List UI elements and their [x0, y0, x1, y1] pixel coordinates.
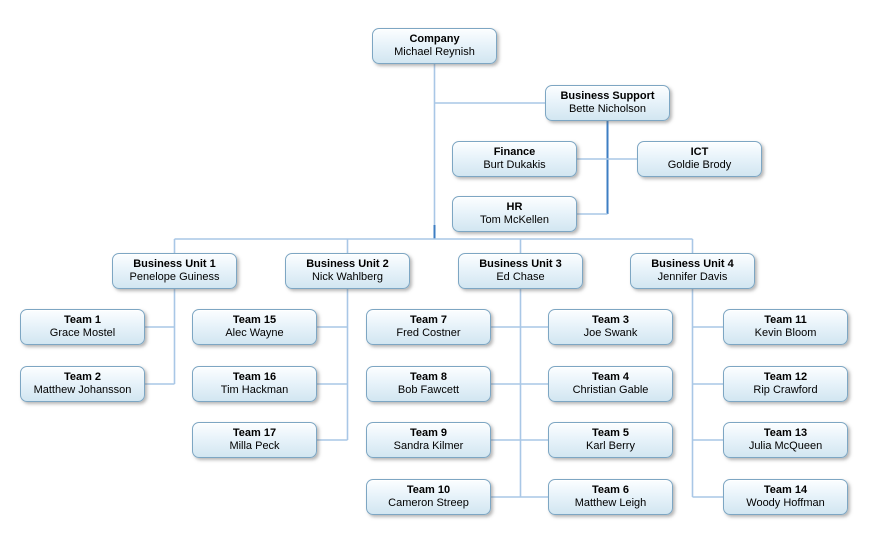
node-person: Burt Dukakis	[483, 159, 546, 171]
node-business-unit-3[interactable]: Business Unit 3 Ed Chase	[458, 253, 583, 289]
node-ict[interactable]: ICT Goldie Brody	[637, 141, 762, 177]
node-person: Sandra Kilmer	[393, 440, 464, 452]
node-person: Alec Wayne	[225, 327, 284, 339]
node-person: Bob Fawcett	[397, 384, 460, 396]
node-business-unit-1[interactable]: Business Unit 1 Penelope Guiness	[112, 253, 237, 289]
node-person: Penelope Guiness	[129, 271, 220, 283]
node-title: ICT	[690, 146, 709, 158]
node-team-1[interactable]: Team 1 Grace Mostel	[20, 309, 145, 345]
node-person: Joe Swank	[583, 327, 638, 339]
node-team-17[interactable]: Team 17 Milla Peck	[192, 422, 317, 458]
node-title: Team 7	[409, 314, 448, 326]
node-person: Cameron Streep	[388, 497, 469, 509]
node-hr[interactable]: HR Tom McKellen	[452, 196, 577, 232]
node-title: Team 3	[591, 314, 630, 326]
node-title: Team 10	[406, 484, 451, 496]
node-title: Team 16	[232, 371, 277, 383]
node-team-15[interactable]: Team 15 Alec Wayne	[192, 309, 317, 345]
node-person: Bette Nicholson	[568, 103, 647, 115]
node-person: Grace Mostel	[49, 327, 116, 339]
node-finance[interactable]: Finance Burt Dukakis	[452, 141, 577, 177]
node-team-11[interactable]: Team 11 Kevin Bloom	[723, 309, 848, 345]
node-team-13[interactable]: Team 13 Julia McQueen	[723, 422, 848, 458]
node-person: Milla Peck	[229, 440, 280, 452]
node-team-5[interactable]: Team 5 Karl Berry	[548, 422, 673, 458]
node-person: Tim Hackman	[220, 384, 289, 396]
node-title: Business Support	[560, 90, 655, 102]
node-title: Team 1	[63, 314, 102, 326]
node-company[interactable]: Company Michael Reynish	[372, 28, 497, 64]
node-person: Rip Crawford	[753, 384, 818, 396]
node-title: Team 2	[63, 371, 102, 383]
node-title: Team 15	[232, 314, 277, 326]
node-title: Business Unit 1	[133, 258, 216, 270]
node-person: Jennifer Davis	[657, 271, 728, 283]
node-team-14[interactable]: Team 14 Woody Hoffman	[723, 479, 848, 515]
node-person: Julia McQueen	[748, 440, 823, 452]
node-team-4[interactable]: Team 4 Christian Gable	[548, 366, 673, 402]
node-title: Business Unit 3	[479, 258, 562, 270]
node-person: Christian Gable	[572, 384, 649, 396]
node-team-6[interactable]: Team 6 Matthew Leigh	[548, 479, 673, 515]
node-title: Team 4	[591, 371, 630, 383]
node-title: Team 11	[764, 314, 807, 326]
node-team-9[interactable]: Team 9 Sandra Kilmer	[366, 422, 491, 458]
node-business-support[interactable]: Business Support Bette Nicholson	[545, 85, 670, 121]
node-title: HR	[506, 201, 523, 213]
node-title: Team 17	[232, 427, 277, 439]
node-title: Team 5	[591, 427, 630, 439]
node-person: Michael Reynish	[394, 46, 475, 58]
node-team-8[interactable]: Team 8 Bob Fawcett	[366, 366, 491, 402]
node-business-unit-4[interactable]: Business Unit 4 Jennifer Davis	[630, 253, 755, 289]
node-title: Team 6	[591, 484, 630, 496]
node-person: Ed Chase	[496, 271, 545, 283]
node-title: Business Unit 4	[651, 258, 734, 270]
node-team-12[interactable]: Team 12 Rip Crawford	[723, 366, 848, 402]
node-person: Karl Berry	[586, 440, 635, 452]
node-team-16[interactable]: Team 16 Tim Hackman	[192, 366, 317, 402]
node-title: Team 8	[409, 371, 448, 383]
node-person: Tom McKellen	[479, 214, 550, 226]
node-title: Team 9	[409, 427, 448, 439]
node-person: Kevin Bloom	[754, 327, 817, 339]
node-title: Finance	[493, 146, 536, 158]
node-title: Company	[409, 33, 460, 45]
node-team-7[interactable]: Team 7 Fred Costner	[366, 309, 491, 345]
node-person: Matthew Johansson	[33, 384, 132, 396]
node-title: Team 14	[763, 484, 808, 496]
node-title: Team 13	[763, 427, 808, 439]
node-person: Matthew Leigh	[574, 497, 647, 509]
node-person: Woody Hoffman	[746, 497, 825, 509]
node-business-unit-2[interactable]: Business Unit 2 Nick Wahlberg	[285, 253, 410, 289]
node-person: Goldie Brody	[667, 159, 732, 171]
node-team-10[interactable]: Team 10 Cameron Streep	[366, 479, 491, 515]
node-team-3[interactable]: Team 3 Joe Swank	[548, 309, 673, 345]
node-title: Business Unit 2	[306, 258, 389, 270]
node-title: Team 12	[763, 371, 808, 383]
node-person: Nick Wahlberg	[311, 271, 384, 283]
node-team-2[interactable]: Team 2 Matthew Johansson	[20, 366, 145, 402]
node-person: Fred Costner	[396, 327, 461, 339]
